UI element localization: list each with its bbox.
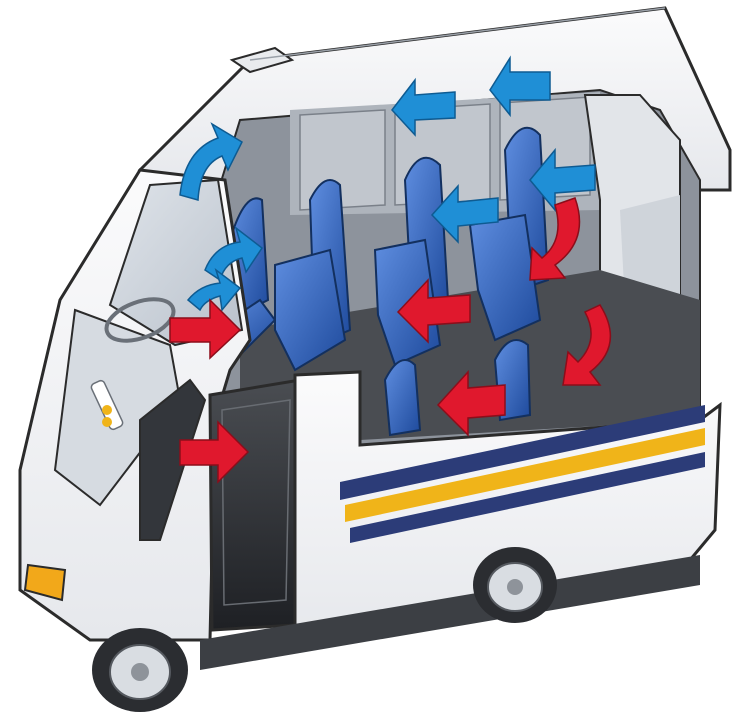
rear-wheel — [473, 547, 557, 623]
sliding-door — [210, 380, 300, 630]
front-wheel — [92, 628, 188, 712]
